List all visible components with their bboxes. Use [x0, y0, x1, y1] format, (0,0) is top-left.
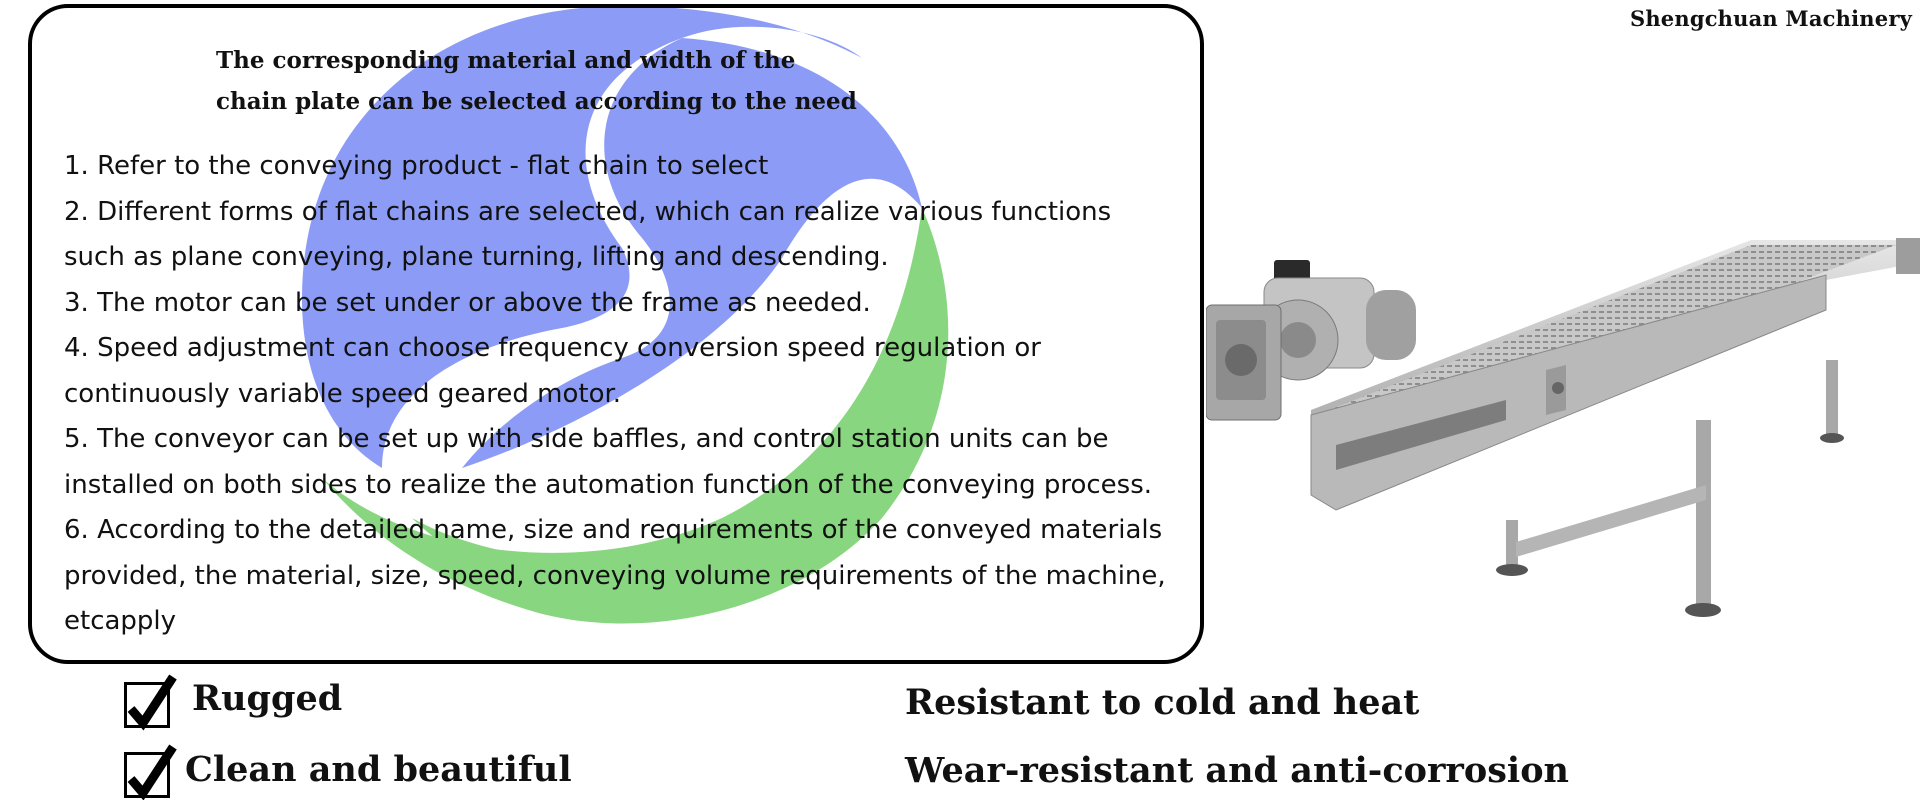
feature-cold-heat: Resistant to cold and heat [905, 682, 1420, 723]
headline: The corresponding material and width of … [216, 40, 857, 122]
list-item: 3. The motor can be set under or above t… [64, 287, 871, 318]
list-item: 1. Refer to the conveying product - flat… [64, 151, 769, 181]
list-item: 5. The conveyor can be set up with side … [64, 424, 1109, 454]
feature-clean: Clean and beautiful [185, 749, 572, 790]
headline-line-1: The corresponding material and width of … [216, 47, 796, 74]
list-item: 6. According to the detailed name, size … [64, 515, 1163, 545]
feature-wear: Wear-resistant and anti-corrosion [905, 750, 1569, 791]
feature-points-list: 1. Refer to the conveying product - flat… [64, 144, 1200, 645]
checkmark-box-icon [124, 744, 177, 800]
s-logo-icon [302, 8, 949, 624]
checkmark-box-icon [124, 674, 177, 731]
list-item: 4. Speed adjustment can choose frequency… [64, 333, 1041, 363]
description-panel: The corresponding material and width of … [28, 4, 1204, 664]
brand-name: Shengchuan Machinery [1629, 6, 1912, 31]
list-item: etcapply [64, 606, 177, 636]
headline-line-2: chain plate can be selected according to… [216, 88, 857, 115]
conveyor-machine-image [1206, 238, 1920, 617]
list-item: continuously variable speed geared motor… [64, 378, 622, 409]
list-item: installed on both sides to realize the a… [64, 469, 1153, 500]
feature-highlights: Rugged Clean and beautiful Resistant to … [0, 668, 1920, 800]
list-item: such as plane conveying, plane turning, … [64, 242, 889, 272]
feature-rugged: Rugged [192, 678, 343, 719]
list-item: provided, the material, size, speed, con… [64, 560, 1166, 591]
list-item: 2. Different forms of flat chains are se… [64, 196, 1112, 227]
